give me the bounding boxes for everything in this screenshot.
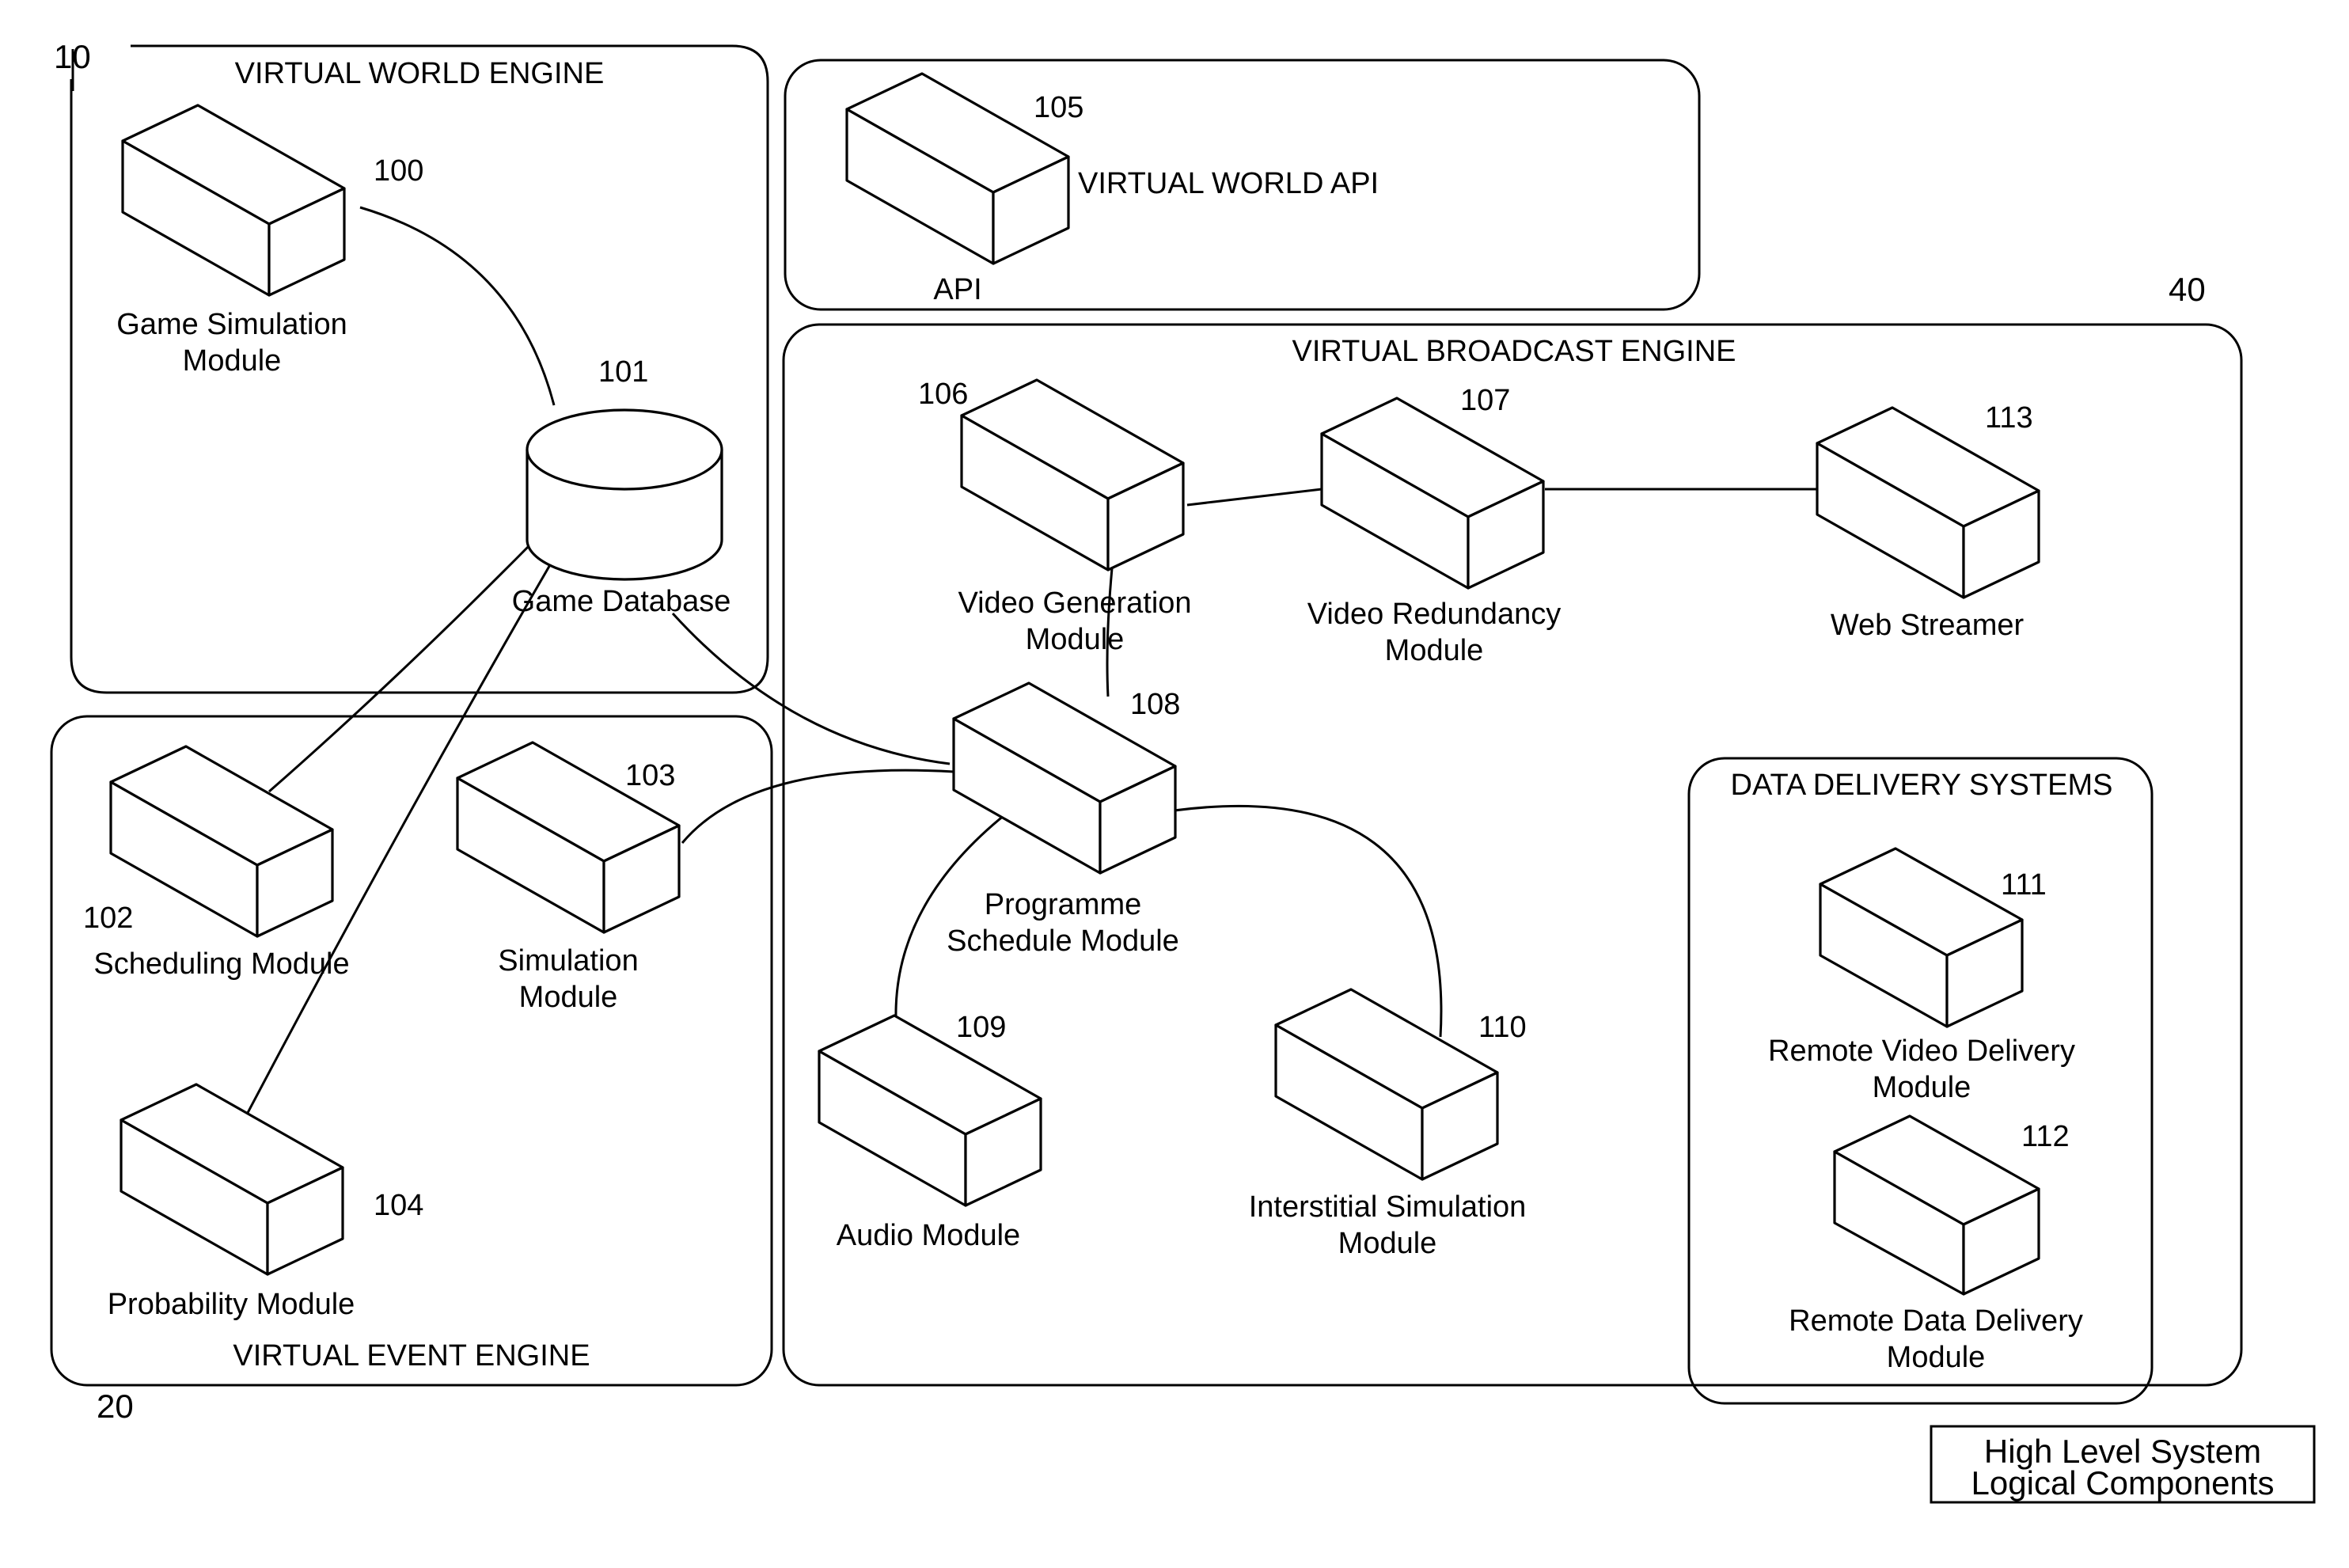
num-111: 111 (2001, 868, 2047, 902)
box-102-icon (111, 746, 332, 936)
label-107-line2: Module (1385, 634, 1484, 667)
num-113: 113 (1985, 401, 2033, 435)
database-101-icon (527, 410, 722, 579)
title-virtual-world-engine: VIRTUAL WORLD ENGINE (235, 57, 605, 90)
box-104-icon (121, 1084, 343, 1274)
label-100-line1: Game Simulation (116, 308, 347, 341)
title-data-delivery-systems: DATA DELIVERY SYSTEMS (1731, 769, 2113, 802)
box-111-icon (1820, 849, 2022, 1027)
label-106-line2: Module (1026, 623, 1125, 656)
label-107-line1: Video Redundancy (1307, 598, 1561, 631)
num-109: 109 (956, 1011, 1006, 1044)
num-105: 105 (1034, 91, 1083, 124)
figure-caption: High Level System Logical Components (1931, 1426, 2314, 1502)
num-102: 102 (83, 902, 133, 935)
box-112-icon (1835, 1116, 2039, 1294)
num-100: 100 (374, 154, 423, 188)
box-109-icon (819, 1016, 1041, 1205)
num-106: 106 (918, 378, 968, 411)
label-102: Scheduling Module (93, 947, 349, 981)
label-108-line1: Programme (985, 888, 1142, 921)
label-108-line2: Schedule Module (947, 924, 1179, 958)
ref-20: 20 (97, 1388, 134, 1425)
num-104: 104 (374, 1189, 423, 1222)
label-110-line2: Module (1338, 1227, 1437, 1260)
box-107-icon (1322, 398, 1543, 588)
caption-line2: Logical Components (1971, 1464, 2275, 1502)
label-112-line1: Remote Data Delivery (1789, 1304, 2083, 1338)
num-108: 108 (1130, 688, 1180, 721)
ref-10: 10 (54, 38, 91, 75)
label-105: API (933, 273, 981, 306)
label-106-line1: Video Generation (958, 587, 1191, 620)
ref-40: 40 (2169, 271, 2206, 308)
box-106-icon (962, 380, 1183, 570)
num-107: 107 (1460, 384, 1510, 417)
link-100-101 (360, 207, 554, 405)
label-111-line2: Module (1873, 1071, 1971, 1104)
link-106-107 (1187, 489, 1322, 505)
label-103-line1: Simulation (498, 944, 638, 978)
link-103-108 (682, 770, 954, 843)
label-109: Audio Module (837, 1219, 1020, 1252)
label-111-line1: Remote Video Delivery (1768, 1035, 2075, 1068)
num-103: 103 (625, 759, 675, 792)
link-101-108 (673, 613, 950, 764)
num-101: 101 (598, 355, 648, 389)
title-virtual-broadcast-engine: VIRTUAL BROADCAST ENGINE (1292, 335, 1736, 368)
num-110: 110 (1478, 1011, 1527, 1044)
label-104: Probability Module (108, 1288, 355, 1321)
label-100-line2: Module (183, 344, 282, 378)
label-110-line1: Interstitial Simulation (1249, 1190, 1527, 1224)
label-101: Game Database (512, 585, 731, 618)
label-113: Web Streamer (1831, 609, 2025, 642)
box-110-icon (1276, 989, 1497, 1179)
title-virtual-event-engine: VIRTUAL EVENT ENGINE (233, 1339, 590, 1372)
label-103-line2: Module (519, 981, 618, 1014)
label-112-line2: Module (1887, 1341, 1986, 1374)
box-113-icon (1817, 408, 2039, 598)
num-112: 112 (2021, 1120, 2070, 1153)
link-108-110 (1144, 806, 1441, 1037)
box-100-icon (123, 105, 344, 295)
title-virtual-world-api: VIRTUAL WORLD API (1078, 167, 1379, 200)
